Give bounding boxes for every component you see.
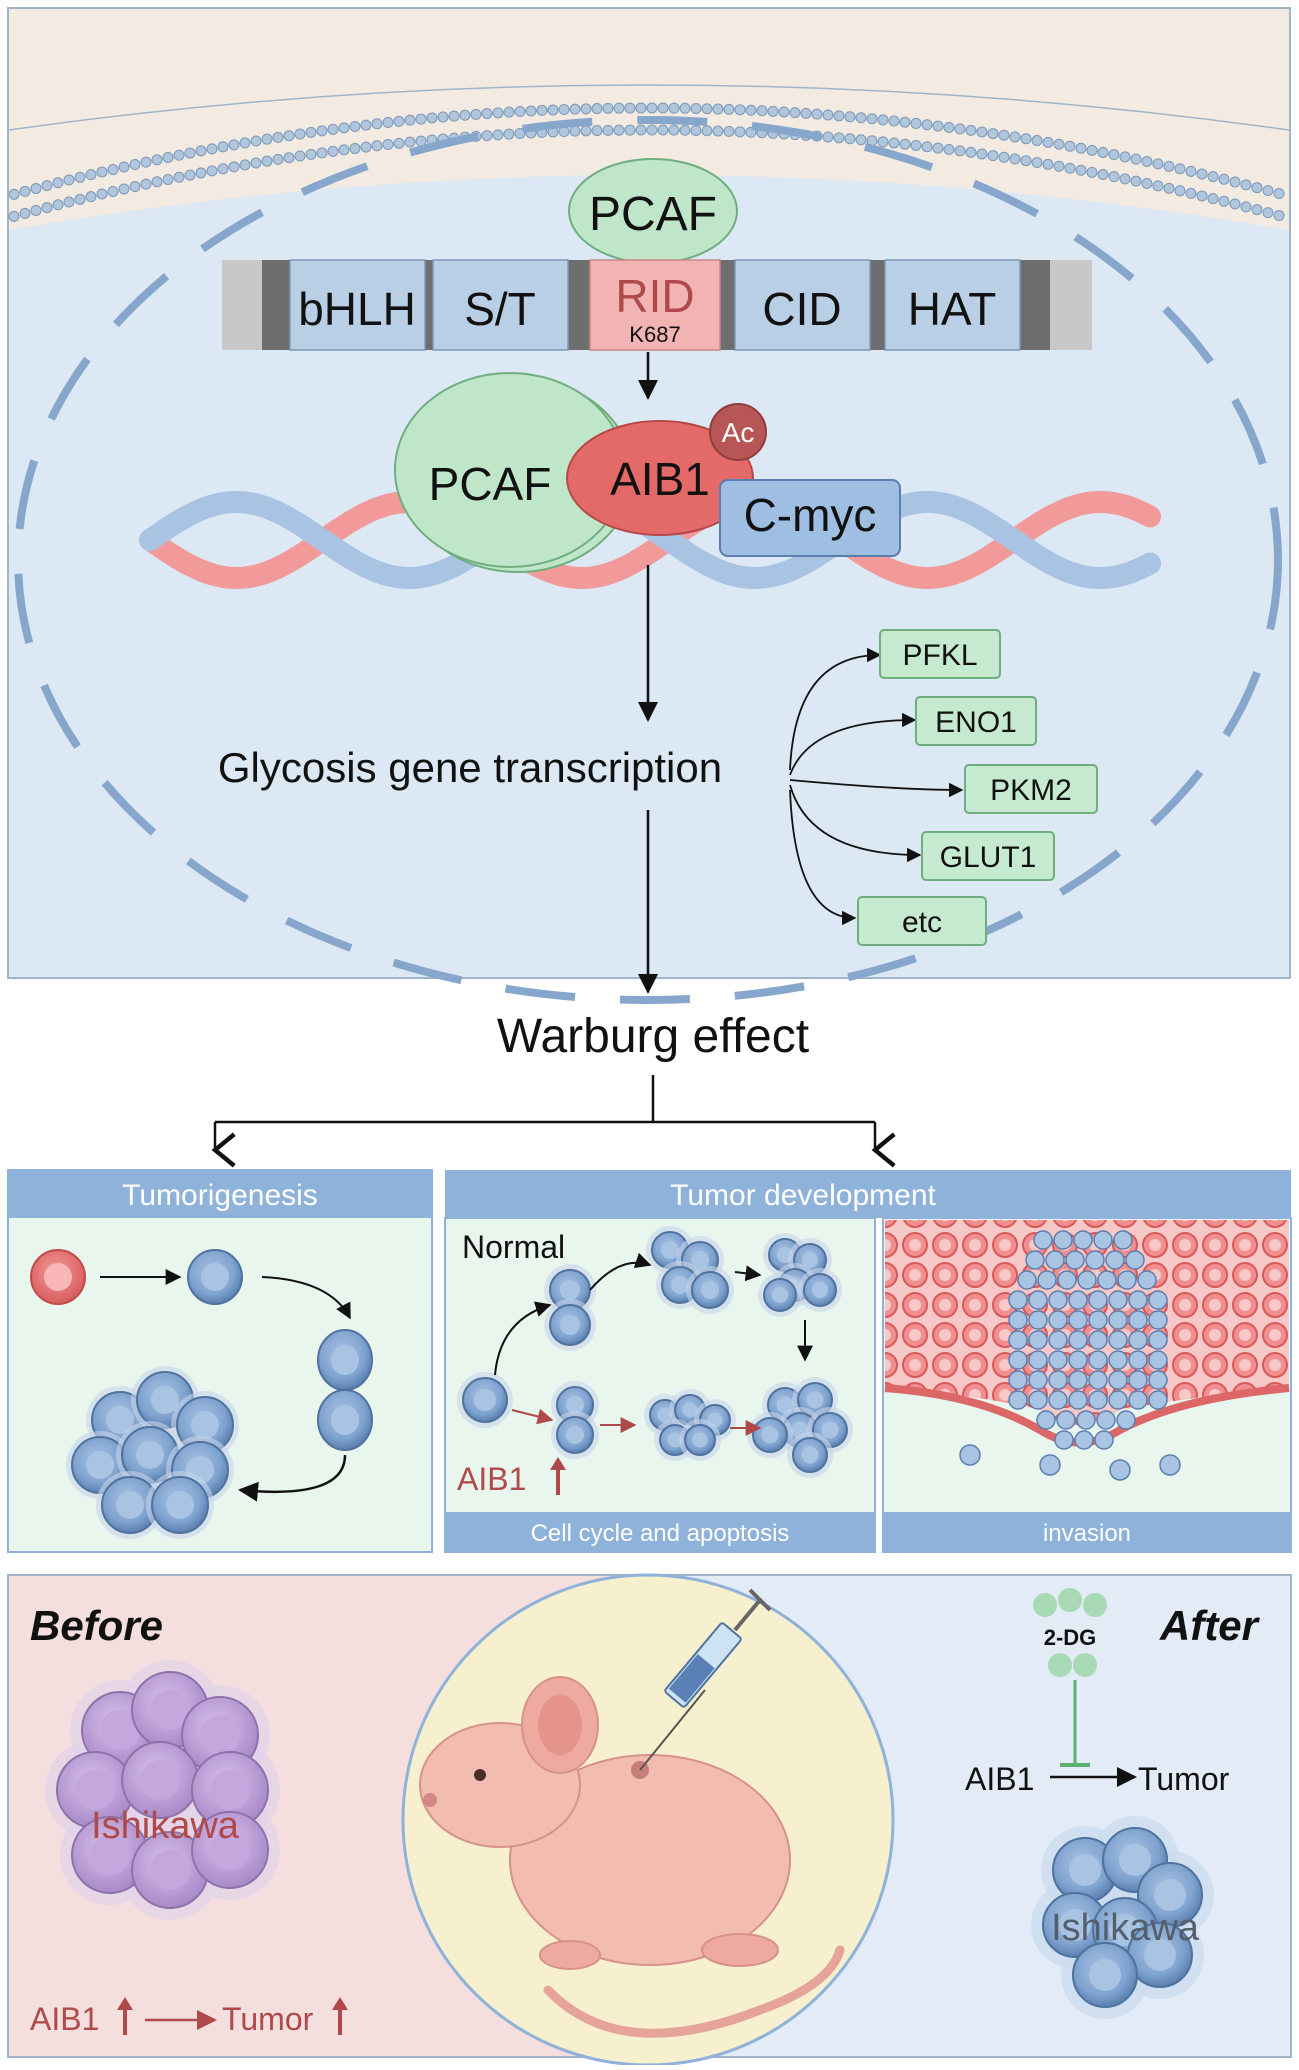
pcaf-top-label: PCAF bbox=[589, 188, 717, 241]
dividing-cell bbox=[317, 1329, 373, 1451]
domain-rid-label: RID bbox=[615, 270, 694, 322]
tumorigenesis-title: Tumorigenesis bbox=[122, 1179, 318, 1212]
pcaf-aib1-complex: PCAF AIB1 Ac C-myc bbox=[394, 372, 901, 573]
domain-cid-label: CID bbox=[762, 283, 841, 335]
after-tumor: Tumor bbox=[1138, 1761, 1230, 1797]
aib1-up-label: AIB1 bbox=[457, 1461, 526, 1497]
normal-label: Normal bbox=[462, 1229, 565, 1265]
gene-pkm2-label: PKM2 bbox=[990, 774, 1072, 807]
transcription-label: Glycosis gene transcription bbox=[218, 744, 722, 791]
gene-glut1 bbox=[921, 831, 1055, 881]
gene-pfkl-label: PFKL bbox=[902, 639, 977, 672]
acetyl-label: Ac bbox=[722, 417, 755, 448]
domain-hat-label: HAT bbox=[908, 283, 997, 335]
domain-hat bbox=[884, 259, 1021, 351]
after-tumor-cluster bbox=[1031, 1816, 1214, 2019]
aib1-ellipse bbox=[566, 420, 754, 536]
gene-etc bbox=[857, 896, 987, 946]
cmyc-label: C-myc bbox=[744, 489, 877, 541]
domain-cid bbox=[734, 259, 871, 351]
gene-list: PFKL ENO1 PKM2 GLUT1 etc bbox=[857, 629, 1098, 946]
tumor-cluster bbox=[66, 1366, 239, 1539]
gene-pkm2 bbox=[964, 764, 1098, 814]
warburg-label: Warburg effect bbox=[497, 1010, 809, 1063]
development-title: Tumor development bbox=[670, 1179, 936, 1212]
cmyc-box bbox=[719, 479, 901, 557]
gene-eno1-label: ENO1 bbox=[935, 706, 1017, 739]
before-label: Before bbox=[30, 1602, 163, 1649]
rid-site-label: K687 bbox=[629, 322, 680, 347]
before-cell-line: Ishikawa bbox=[91, 1805, 240, 1847]
domain-st-label: S/T bbox=[464, 283, 536, 335]
after-aib1: AIB1 bbox=[965, 1761, 1034, 1797]
domain-bar: bHLH S/T RID K687 CID HAT bbox=[222, 259, 1092, 351]
drug-label: 2-DG bbox=[1044, 1625, 1097, 1650]
gene-arrows bbox=[789, 647, 964, 926]
invading-cells bbox=[959, 1230, 1181, 1481]
experiment-panel: Before After Ishikawa AIB1 Tumor bbox=[7, 1573, 1292, 2067]
tumorigenesis-panel: Tumorigenesis bbox=[7, 1169, 433, 1553]
before-aib1: AIB1 bbox=[30, 2001, 99, 2037]
invasion-label: invasion bbox=[1043, 1520, 1131, 1547]
gene-eno1 bbox=[915, 696, 1037, 746]
pcaf-complex-label: PCAF bbox=[429, 458, 552, 510]
after-label: After bbox=[1159, 1602, 1261, 1649]
gene-etc-label: etc bbox=[902, 906, 942, 939]
before-tumor-up bbox=[332, 1997, 348, 2035]
cell-membrane bbox=[8, 84, 1290, 222]
syringe bbox=[639, 1588, 772, 1771]
gene-pfkl bbox=[879, 629, 1001, 679]
nuclear-envelope bbox=[14, 116, 1282, 1004]
acetyl-circle bbox=[709, 403, 767, 461]
gene-glut1-label: GLUT1 bbox=[940, 841, 1037, 874]
drug-2dg bbox=[1033, 1588, 1107, 1677]
aib1-complex-label: AIB1 bbox=[610, 453, 710, 505]
aib1-up-arrow bbox=[550, 1457, 566, 1495]
pcaf-top: PCAF bbox=[568, 158, 738, 264]
domain-st bbox=[432, 259, 569, 351]
development-cells bbox=[457, 1226, 853, 1478]
development-panel: Tumor development Cell cycle and apoptos… bbox=[444, 1170, 1292, 1553]
cell-cycle-label: Cell cycle and apoptosis bbox=[531, 1520, 790, 1547]
before-aib1-up bbox=[117, 1997, 133, 2035]
after-cell-line: Ishikawa bbox=[1051, 1907, 1200, 1949]
before-tumor-cluster bbox=[45, 1660, 280, 1920]
warburg-branch bbox=[211, 1075, 896, 1168]
domain-bhlh bbox=[289, 259, 426, 351]
domain-bhlh-label: bHLH bbox=[298, 283, 416, 335]
nude-mouse bbox=[419, 1676, 845, 2038]
before-tumor: Tumor bbox=[222, 2001, 314, 2037]
domain-rid bbox=[589, 259, 721, 351]
